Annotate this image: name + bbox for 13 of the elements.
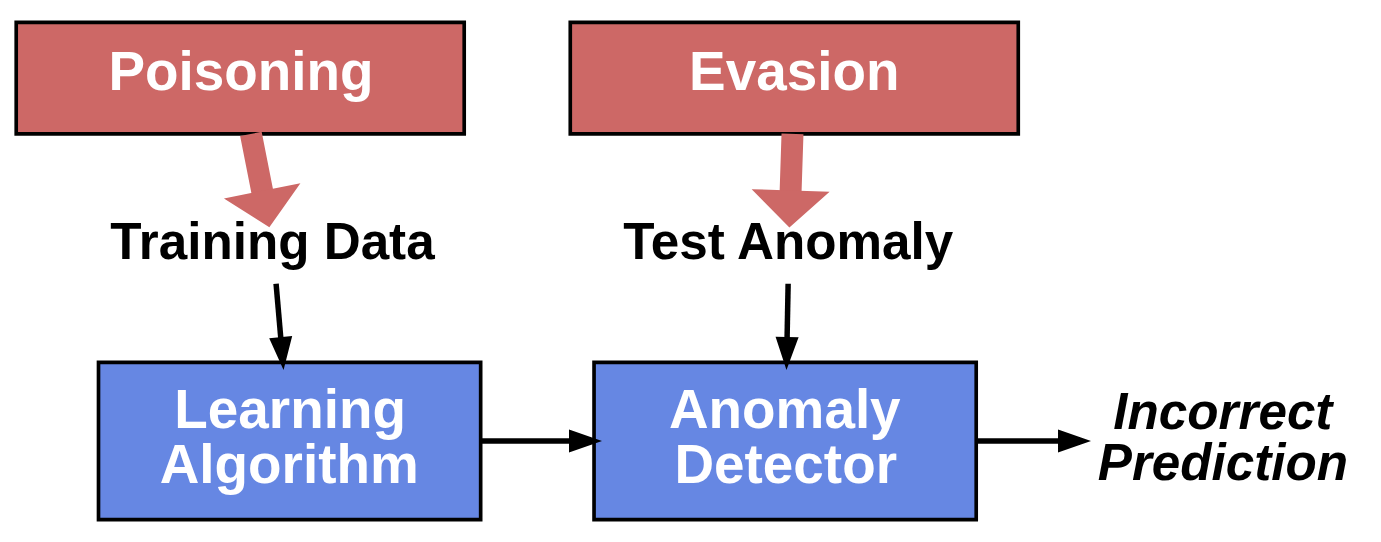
arrow: [269, 283, 293, 370]
node-text: Test Anomaly: [623, 212, 954, 270]
arrow: [223, 131, 301, 228]
node-box: Poisoning: [14, 20, 467, 136]
arrow: [480, 429, 602, 453]
arrow: [976, 429, 1091, 453]
node-box: Learning Algorithm: [96, 360, 483, 522]
arrow: [751, 133, 830, 228]
node-text: Training Data: [110, 212, 435, 270]
node-box: Evasion: [568, 20, 1021, 136]
node-text: Incorrect Prediction: [1097, 382, 1349, 492]
node-box: Anomaly Detector: [592, 360, 979, 522]
arrow: [775, 283, 799, 371]
